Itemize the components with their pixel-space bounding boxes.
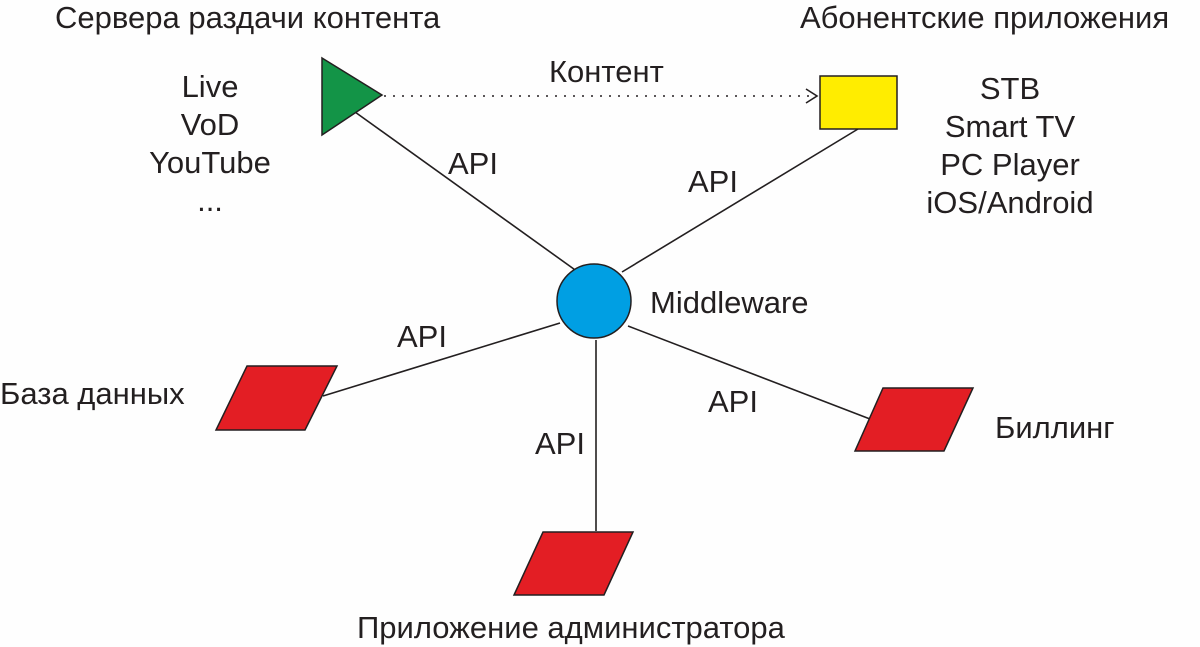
database-label: База данных xyxy=(0,376,185,411)
api-label-clients: API xyxy=(688,164,738,199)
middleware-node[interactable] xyxy=(556,263,632,339)
api-label-admin: API xyxy=(535,426,585,461)
content-source-item: Live xyxy=(181,69,239,104)
content-source-item: YouTube xyxy=(149,145,271,180)
database-node[interactable] xyxy=(214,365,339,431)
edge-middleware-servers xyxy=(354,111,579,273)
middleware-label: Middleware xyxy=(650,285,809,320)
edge-middleware-clients xyxy=(621,128,859,273)
content-source-item: ... xyxy=(197,183,223,218)
server-node[interactable] xyxy=(321,56,384,137)
client-node[interactable] xyxy=(819,75,898,130)
content-sources-list: Live VoD YouTube ... xyxy=(140,68,280,220)
client-app-item: iOS/Android xyxy=(926,185,1094,220)
subscriber-apps-title: Абонентские приложения xyxy=(800,0,1170,35)
content-arrow-label: Контент xyxy=(549,54,664,89)
client-app-item: STB xyxy=(979,71,1041,106)
client-app-item: PC Player xyxy=(940,147,1080,182)
content-arrow-head xyxy=(805,88,819,104)
edge-middleware-billing xyxy=(627,325,871,420)
content-source-item: VoD xyxy=(180,107,240,142)
api-label-database: API xyxy=(397,319,447,354)
api-label-servers: API xyxy=(448,146,498,181)
servers-title: Сервера раздачи контента xyxy=(55,0,441,35)
client-apps-list: STB Smart TV PC Player iOS/Android xyxy=(910,70,1110,222)
billing-label: Биллинг xyxy=(995,410,1115,445)
admin-node[interactable] xyxy=(512,531,635,596)
admin-app-title: Приложение администратора xyxy=(357,610,785,645)
client-app-item: Smart TV xyxy=(944,109,1076,144)
api-label-billing: API xyxy=(708,384,758,419)
edge-middleware-database xyxy=(322,322,561,397)
billing-node[interactable] xyxy=(853,387,975,452)
